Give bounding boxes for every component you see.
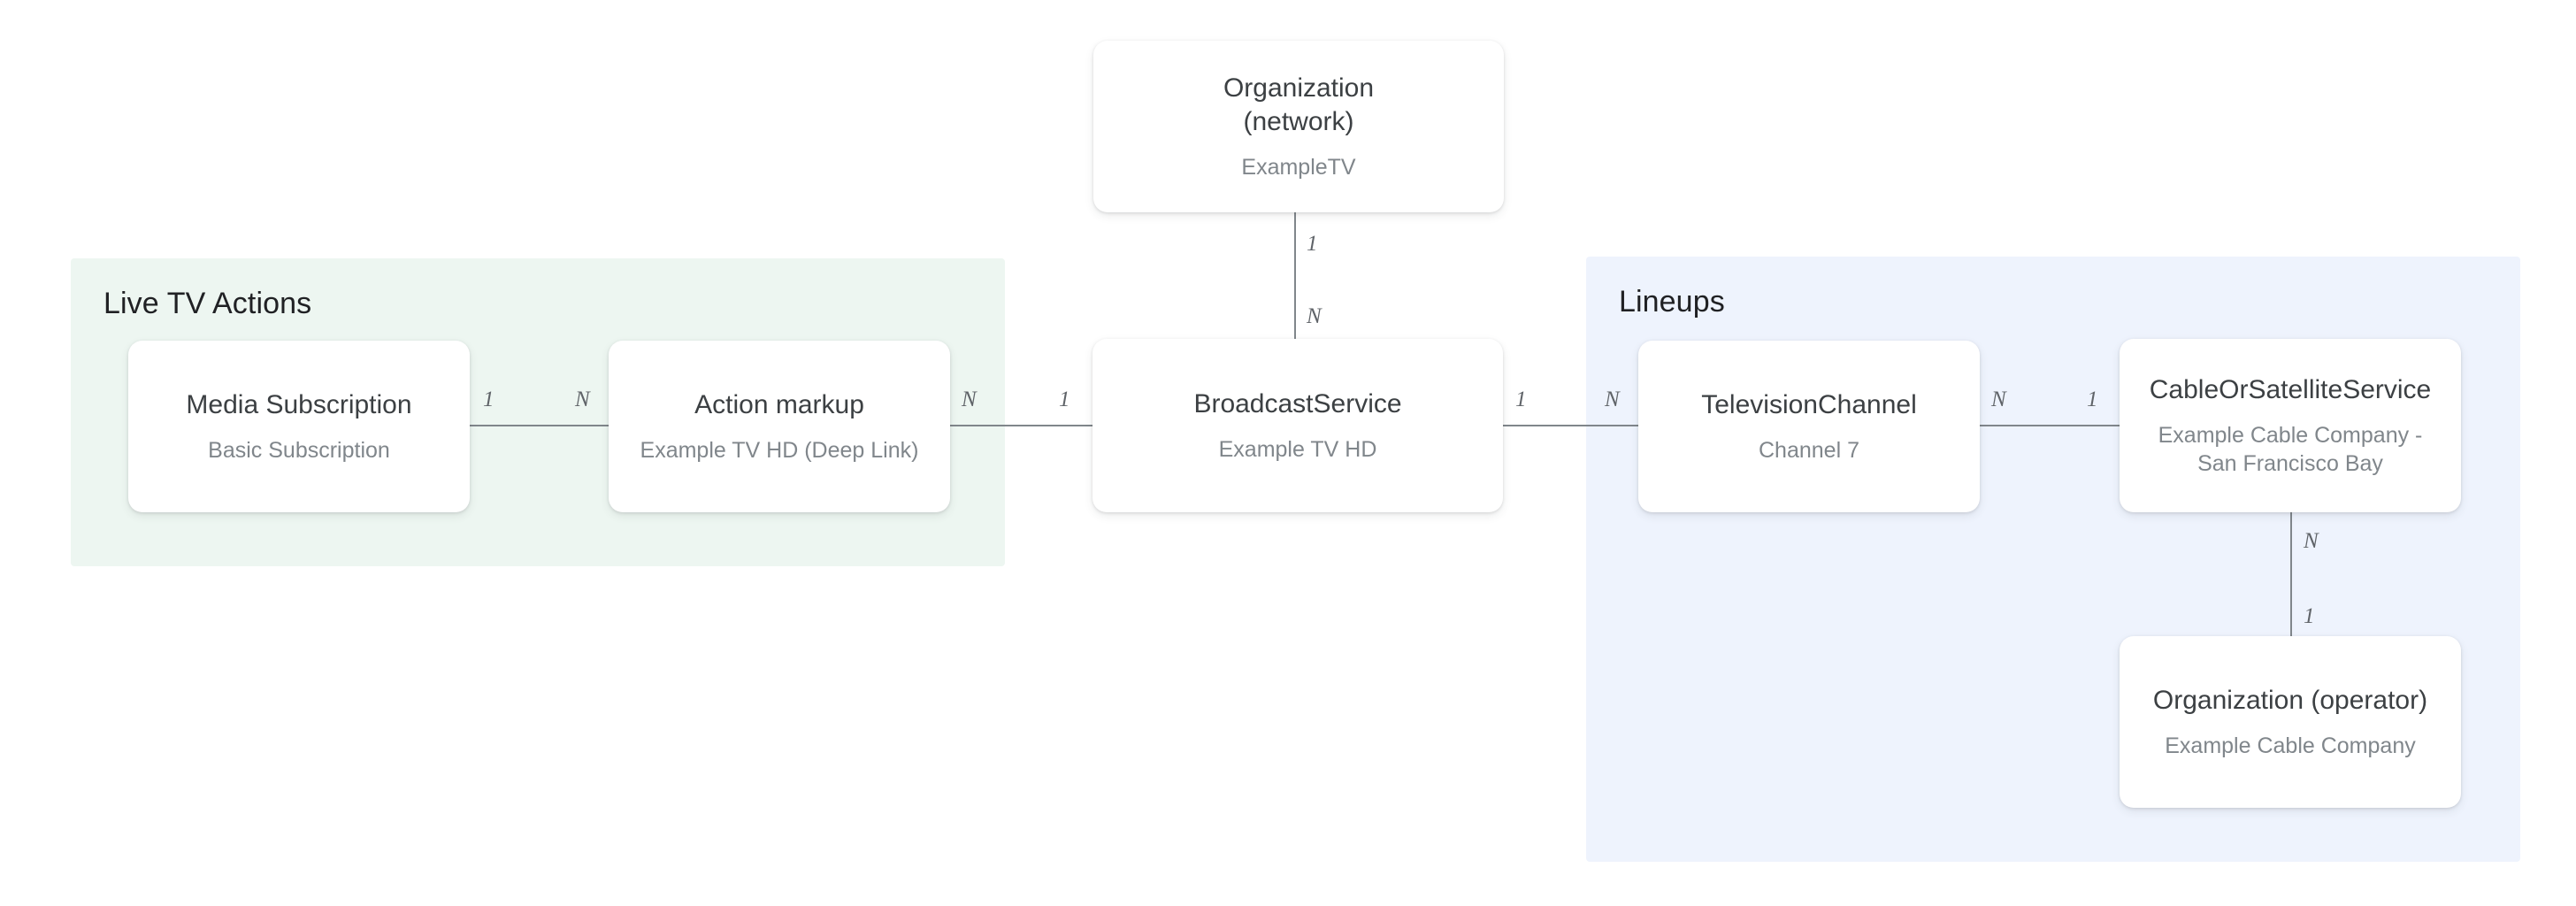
node-subtitle: Example TV HD (Deep Link): [640, 438, 919, 463]
node-action-markup[interactable]: Action markup Example TV HD (Deep Link): [609, 341, 950, 512]
node-cableorsatelliteservice[interactable]: CableOrSatelliteService Example Cable Co…: [2120, 339, 2461, 512]
connector-edge-televisionchannel-cableorsatelliteservice: [1980, 425, 2120, 426]
cardinality-label-cableorsatellite-n-down: N: [2304, 529, 2319, 553]
cardinality-label-organization-operator-1: 1: [2304, 604, 2315, 628]
node-title: Action markup: [694, 390, 864, 419]
node-subtitle: Example Cable Company - San Francisco Ba…: [2158, 423, 2423, 476]
cardinality-label-broadcastservice-n: N: [1307, 304, 1322, 328]
node-broadcastservice[interactable]: BroadcastService Example TV HD: [1092, 339, 1503, 512]
cardinality-label-broadcastservice-1-right: 1: [1515, 388, 1527, 411]
node-media-subscription[interactable]: Media Subscription Basic Subscription: [128, 341, 470, 512]
node-organization-network[interactable]: Organization (network) ExampleTV: [1093, 41, 1504, 212]
cardinality-label-broadcastservice-1-left: 1: [1059, 388, 1070, 411]
node-subtitle: Example TV HD: [1218, 437, 1377, 462]
cardinality-label-televisionchannel-n-right: N: [1991, 388, 2006, 411]
node-subtitle: Example Cable Company: [2165, 733, 2416, 758]
connector-edge-media-subscription-action-markup: [470, 425, 610, 426]
node-televisionchannel[interactable]: TelevisionChannel Channel 7: [1638, 341, 1980, 512]
node-subtitle: Channel 7: [1759, 438, 1859, 463]
cardinality-label-action-markup-n-left: N: [575, 388, 590, 411]
group-title-lineups: Lineups: [1619, 285, 1725, 319]
node-title: Organization (operator): [2152, 686, 2428, 715]
node-subtitle: Basic Subscription: [208, 438, 390, 463]
group-title-live-tv-actions: Live TV Actions: [104, 287, 312, 320]
cardinality-label-media-subscription-1: 1: [483, 388, 494, 411]
node-title: TelevisionChannel: [1701, 390, 1917, 419]
cardinality-label-action-markup-n-right: N: [962, 388, 977, 411]
node-title: CableOrSatelliteService: [2149, 375, 2432, 404]
connector-edge-cableorsatelliteservice-organization-operator: [2290, 512, 2292, 637]
node-title: BroadcastService: [1193, 389, 1402, 418]
connector-edge-org-network-broadcastservice: [1294, 212, 1296, 339]
cardinality-label-televisionchannel-n-left: N: [1605, 388, 1620, 411]
node-title: Media Subscription: [186, 390, 412, 419]
cardinality-label-cableorsatellite-1-left: 1: [2087, 388, 2098, 411]
connector-edge-broadcastservice-televisionchannel: [1503, 425, 1639, 426]
node-title: Organization (network): [1223, 73, 1375, 136]
connector-edge-action-markup-broadcastservice: [950, 425, 1093, 426]
node-organization-operator[interactable]: Organization (operator) Example Cable Co…: [2120, 636, 2461, 808]
node-subtitle: ExampleTV: [1241, 155, 1356, 180]
cardinality-label-org-network-1: 1: [1307, 232, 1318, 256]
